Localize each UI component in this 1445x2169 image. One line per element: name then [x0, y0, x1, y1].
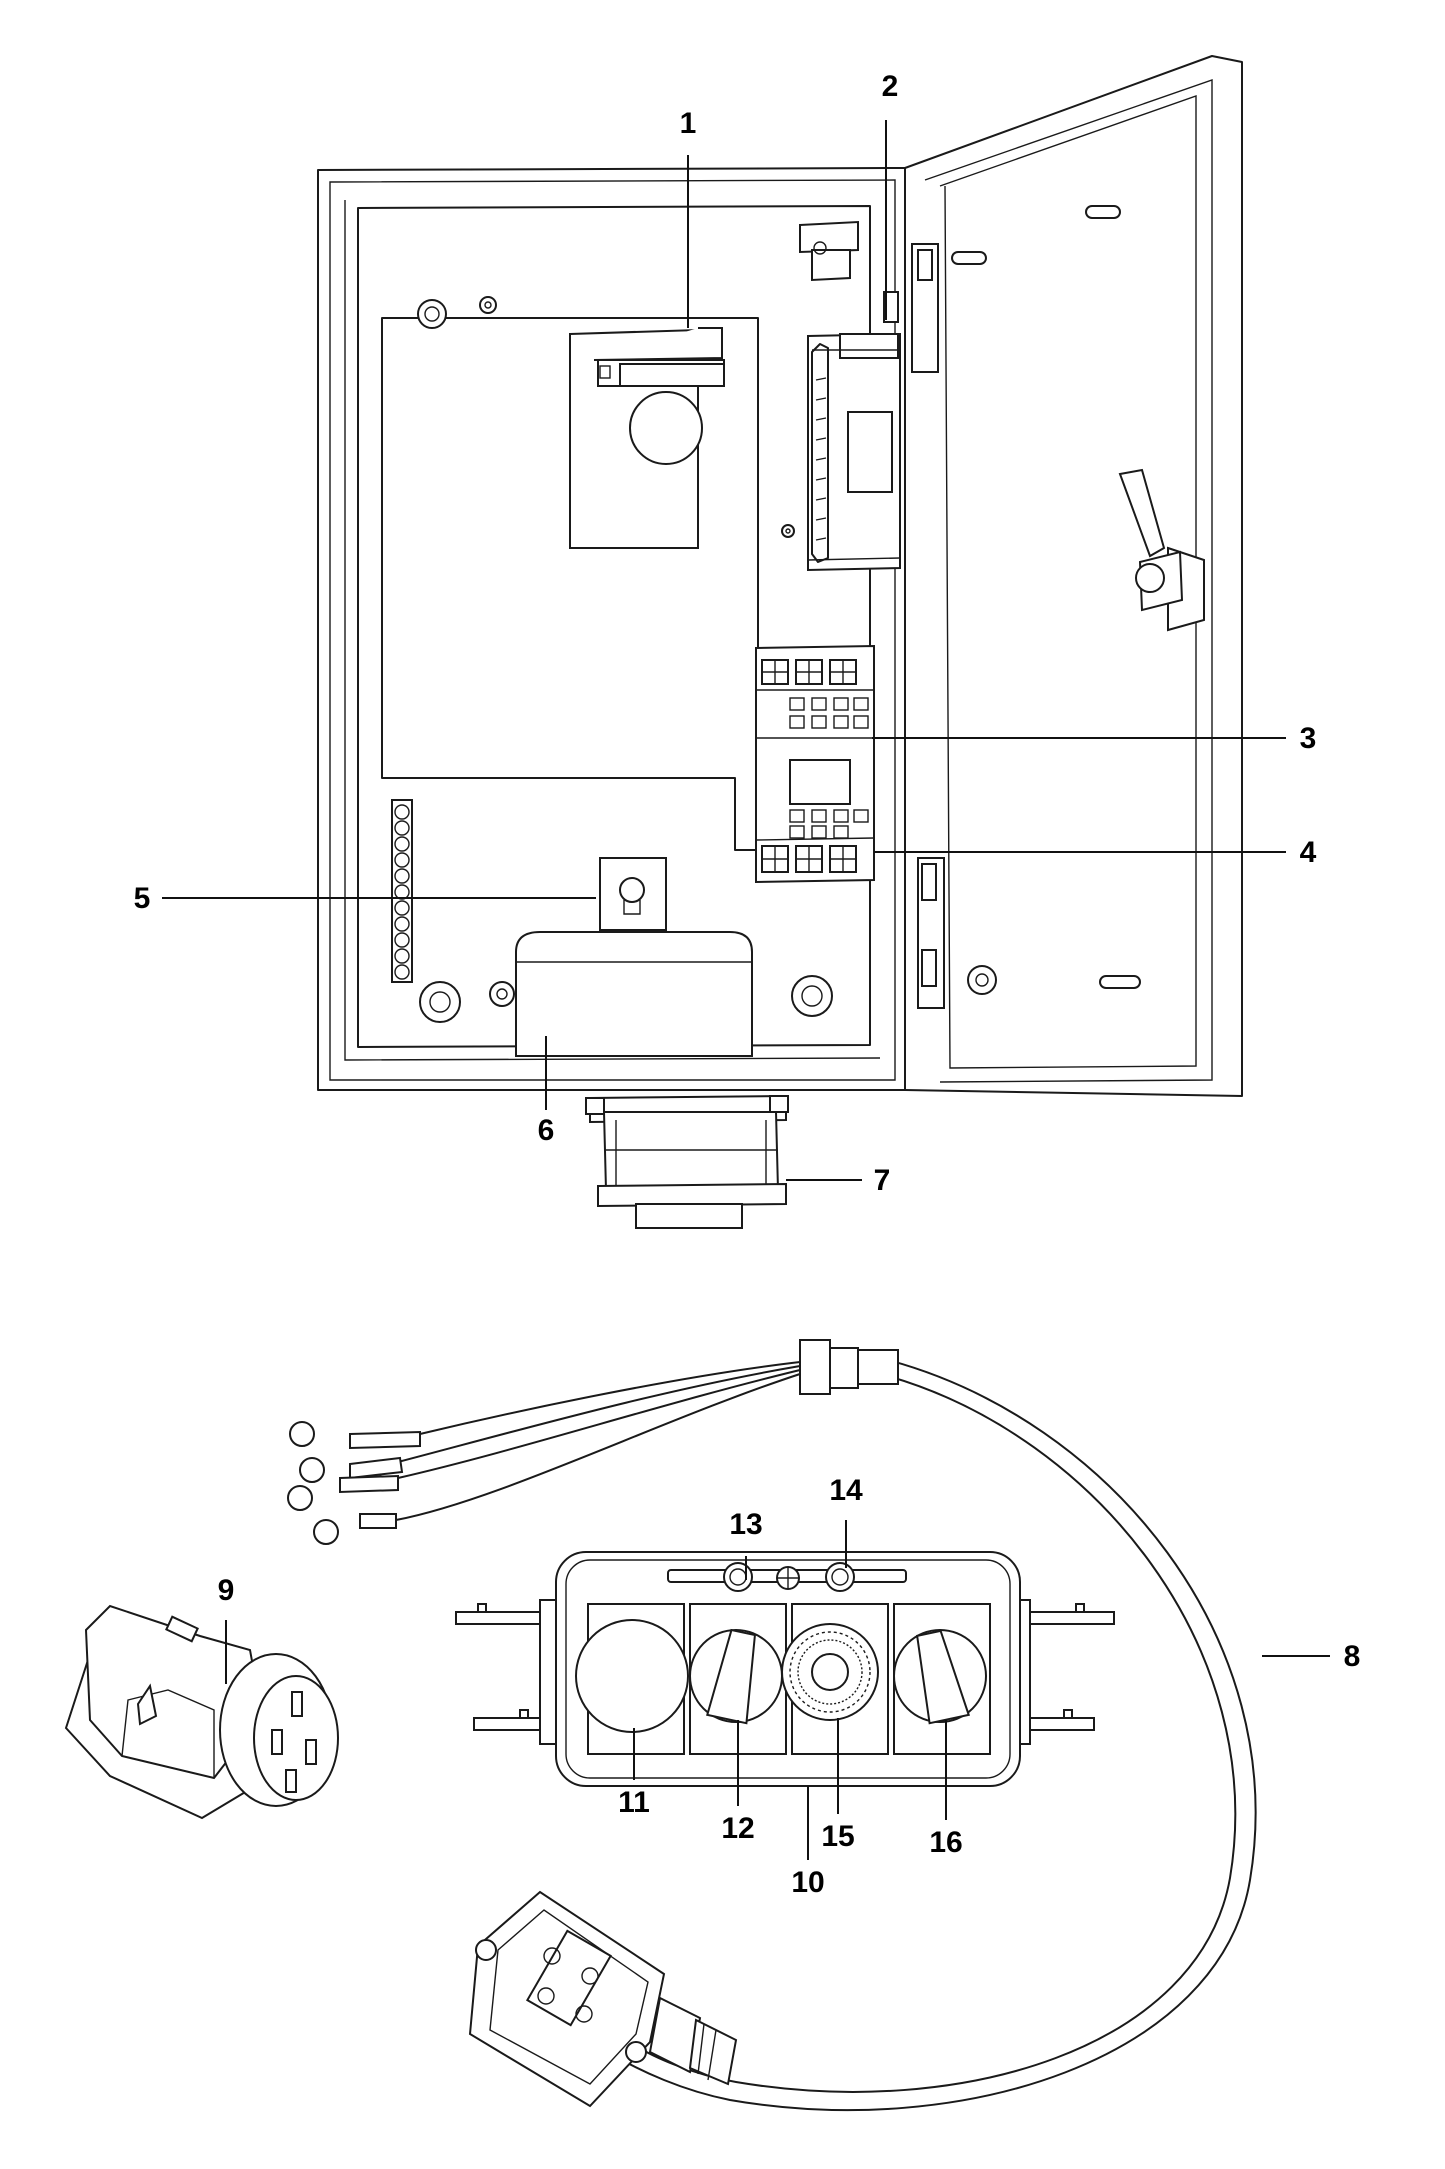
- control-panel: [455, 1551, 1115, 1787]
- callout-15: 15: [821, 1820, 854, 1853]
- callout-9: 9: [218, 1574, 235, 1607]
- fan-unit: [807, 291, 901, 572]
- callout-3: 3: [1300, 722, 1317, 755]
- callout-7: 7: [874, 1164, 891, 1197]
- wall-plug: [64, 1604, 339, 1820]
- component-1-unit: [569, 327, 795, 549]
- cover-plate: [515, 931, 753, 1057]
- callout-10: 10: [791, 1866, 824, 1899]
- callout-16: 16: [929, 1826, 962, 1859]
- cable-harness: [287, 1339, 1257, 2112]
- callout-5: 5: [134, 882, 151, 915]
- callout-13: 13: [729, 1508, 762, 1541]
- callout-14: 14: [829, 1474, 863, 1507]
- cabinet-door: [904, 55, 1243, 1097]
- callout-12: 12: [721, 1812, 754, 1845]
- ring-terminals: [287, 1421, 421, 1545]
- contactor-block: [755, 644, 875, 884]
- callout-labels: 1 2 3 4 5 6 7 8 9 10 11 12 13 14 15 16: [134, 70, 1361, 1899]
- terminal-strip: [391, 799, 413, 983]
- callout-2: 2: [882, 70, 899, 103]
- callout-11: 11: [618, 1786, 650, 1819]
- callout-1: 1: [680, 107, 697, 140]
- leader-lines: [162, 120, 1330, 1860]
- electrical-cabinet: [317, 167, 945, 1091]
- bottom-connector: [585, 1094, 789, 1229]
- callout-6: 6: [538, 1114, 555, 1147]
- earth-bracket: [599, 857, 667, 931]
- callout-8: 8: [1344, 1640, 1361, 1673]
- field-connector: [468, 1890, 738, 2108]
- callout-4: 4: [1300, 836, 1317, 869]
